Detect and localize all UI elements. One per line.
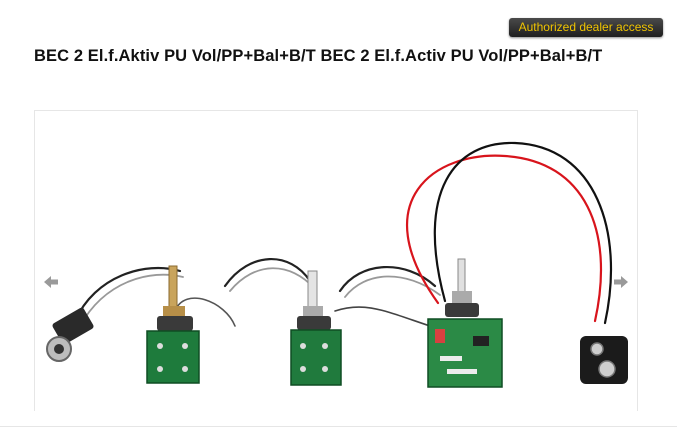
authorized-dealer-access-button[interactable]: Authorized dealer access: [509, 18, 663, 37]
product-title: BEC 2 El.f.Aktiv PU Vol/PP+Bal+B/T BEC 2…: [34, 47, 603, 65]
battery-clip: [580, 336, 628, 384]
arrow-right-icon[interactable]: [613, 274, 629, 290]
potentiometer-2: [290, 270, 342, 386]
potentiometer-1: [146, 265, 200, 384]
potentiometer-3-preamp-board: [427, 258, 503, 388]
arrow-left-icon[interactable]: [43, 274, 59, 290]
product-photo: [46, 141, 628, 388]
output-jack: [46, 307, 94, 362]
product-image-gallery: [34, 110, 638, 411]
divider: [0, 426, 677, 427]
